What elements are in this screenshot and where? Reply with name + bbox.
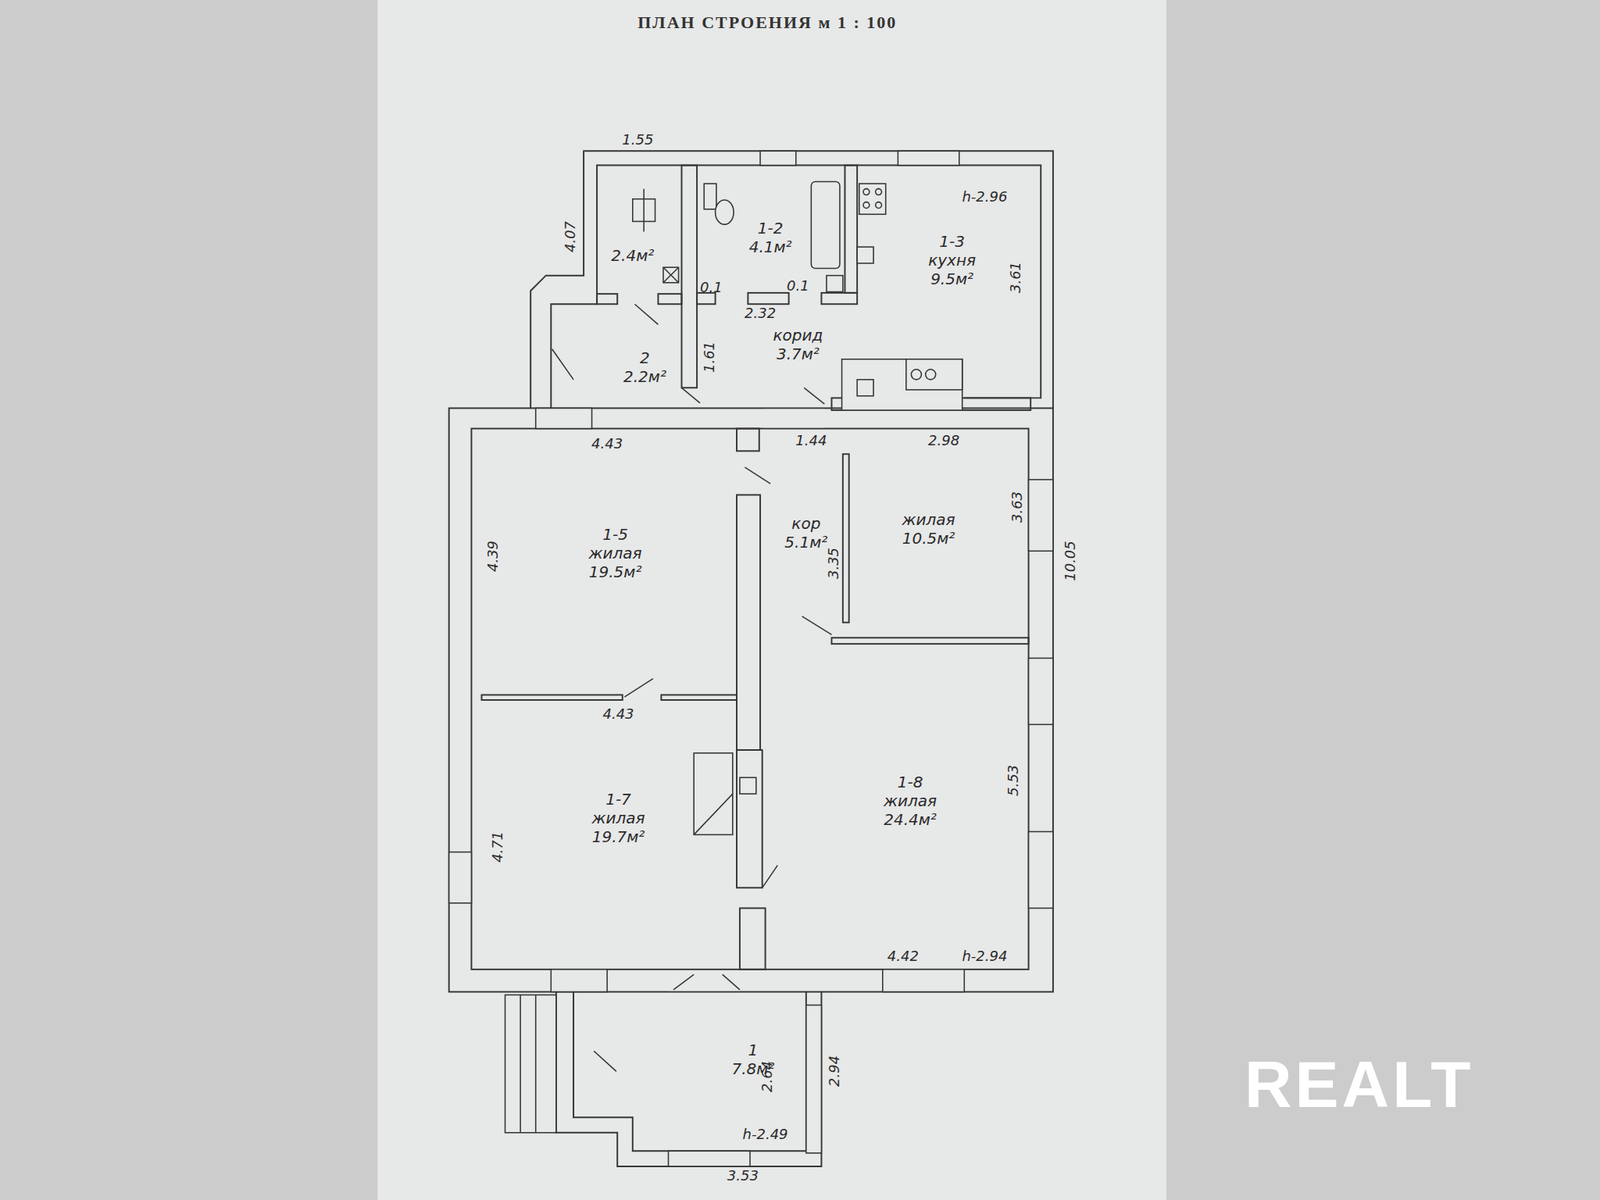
wall-openings [668,409,825,991]
room-text: кухня [928,250,976,270]
room-text: 9.5м² [930,269,974,289]
room-text: 4.1м² [749,237,793,257]
room-area: 1-24.1м² [729,212,811,264]
dimension-label: 1.61 [701,341,718,373]
room-text: 5.1м² [784,532,828,552]
dimension-label: 4.71 [489,831,506,863]
room-area: 1-5жилая19.5м² [553,514,677,592]
room-text: кор [791,514,821,533]
dimension-label: 2.94 [827,1055,843,1087]
room-text: 1-2 [757,218,784,238]
room-text: 3.7м² [776,344,820,364]
fixtures [632,181,963,835]
dimension-label: h-2.49 [742,1127,789,1143]
dimension-label: 2.64 [759,1060,775,1093]
room-text: 19.5м² [589,562,643,582]
room-area: корид3.7м² [754,321,842,368]
dimension-label: 10.05 [1062,541,1079,583]
room-text: жилая [883,791,937,811]
dimension-label: 1.44 [795,432,827,449]
plan-title: ПЛАН СТРОЕНИЯ м 1 : 100 [637,13,897,33]
room-text: 19.7м² [592,827,646,847]
dimension-label: 4.43 [602,706,634,722]
windows [449,150,1054,1167]
dimension-label: h-2.96 [961,189,1008,205]
dimension-label: 2.32 [744,305,776,322]
room-text: жилая [589,543,643,563]
room-text: 1-3 [939,232,965,251]
room-text: жилая [591,808,645,828]
dimension-label: 4.39 [485,540,501,572]
walls [449,150,1054,1167]
dimension-label: h-2.94 [961,948,1008,965]
dimension-label: 3.53 [727,1167,759,1184]
room-area: 22.2м² [609,344,681,390]
dimension-label: 3.35 [825,547,842,579]
dimension-label: 4.43 [591,435,623,452]
dimension-label: 2.98 [928,432,960,449]
dimension-label: 3.61 [1007,261,1024,293]
room-area: жилая10.5м² [877,503,980,554]
room-area: 1-8жилая24.4м² [849,765,972,837]
room-text: 1-5 [602,525,629,544]
dimension-label: 3.63 [1009,491,1025,523]
dimension-label: 5.53 [1005,764,1022,797]
room-text: 2 [639,348,650,368]
stairs [505,994,557,1133]
dimension-label: 4.07 [562,221,579,253]
dimension-label: 4.42 [887,948,919,965]
room-area: 1-3кухня9.5м² [896,219,1009,301]
paper-sheet [377,0,1167,1200]
dimension-label: 0.1 [786,278,810,294]
room-text: 2.2м² [623,367,667,386]
room-area: 1-7жилая19.7м² [557,782,680,854]
room-text: 1-8 [897,772,924,792]
room-text: корид [772,325,823,345]
room-text: 2.4м² [610,246,654,265]
room-text: 24.4м² [883,810,937,829]
room-area: 2.4м² [596,234,668,275]
room-text: жилая [902,510,956,529]
watermark: REALT [1244,1048,1475,1121]
dimension-label: 1.55 [621,132,654,148]
room-area: 17.8м² [712,1028,794,1090]
room-text: 1 [748,1040,759,1060]
doors [552,303,833,1072]
room-text: 10.5м² [902,528,956,548]
room-text: 1-7 [605,789,632,809]
dimension-label: 0.1 [700,279,723,296]
